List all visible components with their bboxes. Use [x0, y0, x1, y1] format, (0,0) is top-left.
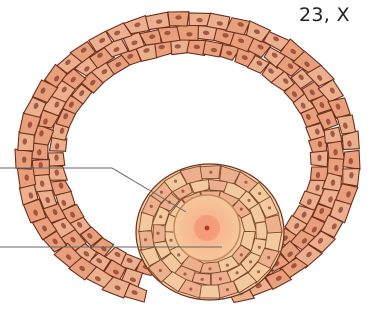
- cell-nucleus: [267, 256, 270, 259]
- cell-nucleus: [240, 253, 243, 256]
- cell-nucleus: [226, 288, 229, 291]
- cell-nucleus: [160, 191, 163, 194]
- oocyte: [174, 195, 240, 261]
- cell-nucleus: [174, 180, 177, 183]
- cell-nucleus: [189, 288, 192, 291]
- cell-nucleus: [257, 270, 260, 273]
- cell-nucleus: [317, 155, 321, 161]
- cumulus-cell: [199, 285, 220, 298]
- cell-nucleus: [349, 158, 353, 164]
- cell-nucleus: [201, 278, 204, 281]
- cell-nucleus: [144, 238, 147, 241]
- cell-nucleus: [159, 269, 162, 272]
- nucleolus: [205, 226, 210, 231]
- cumulus-cell: [265, 215, 282, 234]
- cell-nucleus: [258, 246, 261, 249]
- cell-nucleus: [240, 208, 243, 211]
- cell-nucleus: [258, 192, 261, 195]
- cell-nucleus: [169, 239, 172, 242]
- cell-nucleus: [156, 232, 159, 235]
- cell-nucleus: [236, 271, 239, 274]
- cell-nucleus: [184, 272, 187, 275]
- karyotype-label: 23, X: [299, 4, 350, 26]
- cell-nucleus: [208, 267, 211, 270]
- cell-nucleus: [150, 205, 153, 208]
- cell-nucleus: [54, 155, 58, 161]
- cell-nucleus: [249, 260, 252, 263]
- cell-nucleus: [186, 32, 192, 36]
- cell-nucleus: [244, 181, 247, 184]
- cell-nucleus: [226, 264, 229, 267]
- cell-nucleus: [247, 199, 250, 202]
- cell-nucleus: [177, 253, 180, 256]
- cell-nucleus: [219, 277, 222, 280]
- cell-nucleus: [22, 157, 26, 163]
- cell-nucleus: [268, 206, 271, 209]
- cell-nucleus: [181, 190, 184, 193]
- cell-nucleus: [209, 171, 212, 174]
- cell-nucleus: [159, 215, 162, 218]
